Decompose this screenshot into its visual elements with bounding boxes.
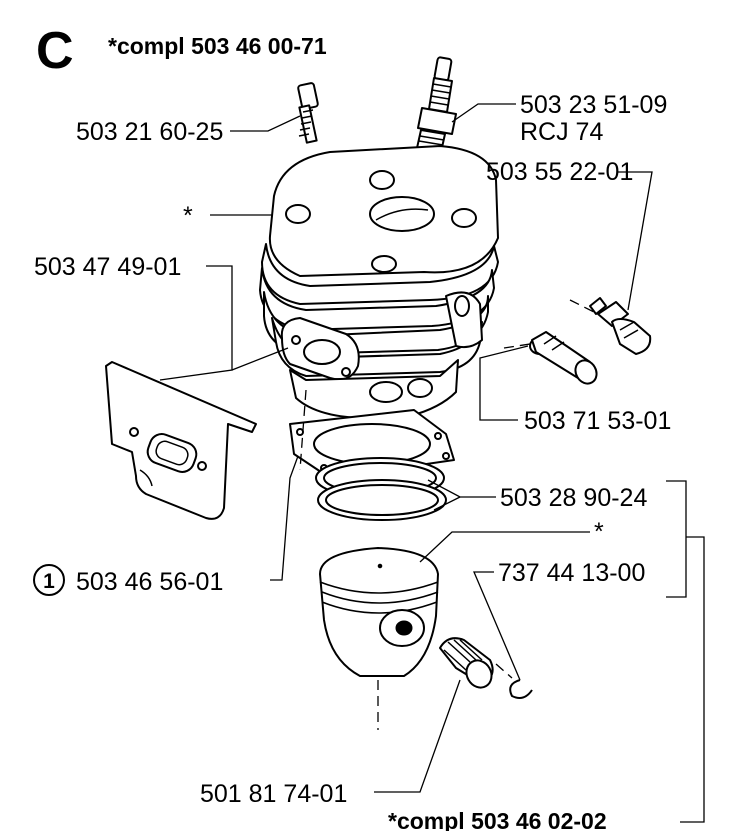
valve-sleeve-part <box>529 331 598 385</box>
bottom-kit-label: *compl 503 46 02-02 <box>388 808 607 831</box>
gasket-part <box>289 409 455 479</box>
piston-rings-part <box>315 457 447 521</box>
heat-shield-part <box>105 361 257 520</box>
piston-star-label: * <box>594 518 604 546</box>
decomp-valve-part <box>589 297 652 355</box>
needle-bearing-part <box>439 637 494 689</box>
cylinder-part <box>259 145 499 420</box>
gasket-callout: 1 <box>33 564 65 596</box>
decomp-valve-label: 503 55 22-01 <box>486 158 633 186</box>
valve-sleeve-label: 503 71 53-01 <box>524 407 671 435</box>
piston-part <box>319 547 439 677</box>
section-letter: C <box>36 22 74 80</box>
leader-lines <box>159 103 705 823</box>
spark-plug-part <box>416 56 457 153</box>
spark-plug-type-label: RCJ 74 <box>520 118 603 146</box>
kit-title: *compl 503 46 00-71 <box>108 33 327 59</box>
piston-rings-label: 503 28 90-24 <box>500 484 647 512</box>
screw-part <box>297 82 319 144</box>
spark-plug-label: 503 23 51-09 <box>520 91 667 119</box>
gasket-callout-number: 1 <box>43 570 55 593</box>
cylinder-star-label: * <box>183 202 193 230</box>
screw-label: 503 21 60-25 <box>76 118 223 146</box>
gasket-label: 503 46 56-01 <box>76 568 223 596</box>
heat-shield-label: 503 47 49-01 <box>34 253 181 281</box>
needle-bearing-label: 501 81 74-01 <box>200 780 347 808</box>
circlip-label: 737 44 13-00 <box>498 559 645 587</box>
circlip-part <box>509 679 533 699</box>
